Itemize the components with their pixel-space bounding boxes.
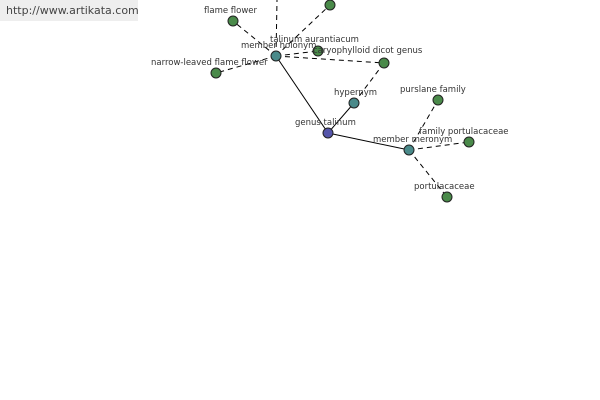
edge-member-holonym-to-narrow-leaved-flame-flower [215,55,277,74]
node-member-meronym[interactable]: member meronym [373,135,452,156]
node-label-family-portulacaceae: family portulacaceae [419,127,509,137]
graph-edges [215,0,470,198]
edge-member-holonym-to-flame-flower [232,20,277,57]
node-dot-member-holonym[interactable] [270,50,282,62]
edge-member-holonym-offscreen [275,0,278,57]
node-dot-genus-talinum[interactable] [322,127,334,139]
node-top-leaf[interactable] [324,0,336,11]
node-dot-purslane-family[interactable] [432,94,444,106]
node-dot-flame-flower[interactable] [227,15,239,27]
graph-nodes: genus talinum member holonym hypernym membe… [151,0,509,203]
node-portulacaceae[interactable]: portulacaceae [414,182,475,203]
node-label-portulacaceae: portulacaceae [414,182,475,192]
node-dot-portulacaceae[interactable] [441,191,453,203]
edge-genus-talinum-to-member-meronym [327,132,410,151]
node-caryophylloid-dicot-genus[interactable]: caryophylloid dicot genus [313,46,423,69]
edge-member-holonym-to-caryophylloid-dicot-genus [275,55,385,64]
edge-member-meronym-to-family-portulacaceae [408,141,470,151]
node-purslane-family[interactable]: purslane family [400,85,466,106]
watermark-url: http://www.artikata.com [0,0,139,21]
edge-genus-talinum-to-hypernym [327,102,355,134]
node-family-portulacaceae[interactable]: family portulacaceae [419,127,509,148]
node-label-hypernym: hypernym [334,88,377,98]
edge-member-holonym-to-top-leaf [275,4,331,57]
node-dot-hypernym[interactable] [348,97,360,109]
node-label-talinum-aurantiacum: talinum aurantiacum [270,35,359,45]
node-member-holonym[interactable]: member holonym [241,41,316,62]
node-label-caryophylloid-dicot-genus: caryophylloid dicot genus [313,46,423,56]
node-genus-talinum[interactable]: genus talinum [295,118,356,139]
node-narrow-leaved-flame-flower[interactable]: narrow-leaved flame flower [151,58,268,79]
node-hypernym[interactable]: hypernym [334,88,377,109]
node-talinum-aurantiacum[interactable]: talinum aurantiacum [270,35,359,57]
node-dot-caryophylloid-dicot-genus[interactable] [378,57,390,69]
node-dot-member-meronym[interactable] [403,144,415,156]
node-label-member-holonym: member holonym [241,41,316,51]
node-dot-family-portulacaceae[interactable] [463,136,475,148]
edge-member-holonym-to-talinum-aurantiacum [275,50,319,57]
node-dot-top-leaf[interactable] [324,0,336,11]
node-label-genus-talinum: genus talinum [295,118,356,128]
node-label-member-meronym: member meronym [373,135,452,145]
edge-member-meronym-to-portulacaceae [408,149,448,198]
node-label-narrow-leaved-flame-flower: narrow-leaved flame flower [151,58,268,68]
node-dot-narrow-leaved-flame-flower[interactable] [210,67,222,79]
edge-genus-talinum-to-member-holonym [275,55,329,134]
node-dot-talinum-aurantiacum[interactable] [312,45,324,57]
node-flame-flower[interactable]: flame flower [204,6,258,27]
node-label-purslane-family: purslane family [400,85,466,95]
edge-member-meronym-to-purslane-family [408,99,439,151]
node-label-flame-flower: flame flower [204,6,258,16]
